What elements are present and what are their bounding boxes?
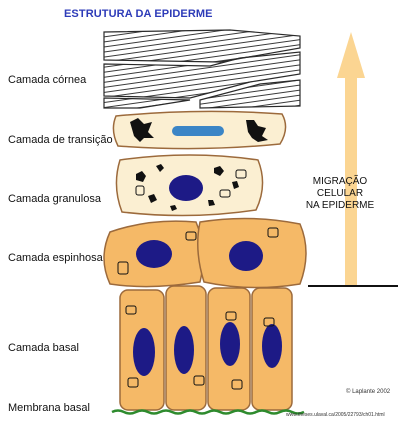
basement-membrane xyxy=(111,409,305,415)
basal-nucleus-1 xyxy=(133,328,155,376)
granular-nucleus xyxy=(169,175,203,201)
spinous-layer xyxy=(103,217,307,289)
label-basement-membrane: Membrana basal xyxy=(8,402,90,414)
flattened-nucleus xyxy=(172,126,224,136)
basal-layer xyxy=(119,285,293,411)
basal-nucleus-2 xyxy=(174,326,194,374)
label-granular-layer: Camada granulosa xyxy=(8,193,101,205)
source-url: www.theses.ulaval.ca/2005/22793/ch01.htm… xyxy=(286,412,385,418)
diagram-title: ESTRUTURA DA EPIDERME xyxy=(64,8,213,20)
migration-label: MIGRAÇÃO CELULAR NA EPIDERME xyxy=(290,176,390,212)
transition-cell xyxy=(112,110,287,150)
spinous-nucleus-left xyxy=(136,240,172,268)
granular-cell xyxy=(115,154,264,217)
label-basal-layer: Camada basal xyxy=(8,342,79,354)
basal-nucleus-4 xyxy=(262,324,282,368)
migration-line-1: MIGRAÇÃO CELULAR xyxy=(312,176,368,199)
stratum-corneum xyxy=(103,29,301,109)
copyright-text: © Laplante 2002 xyxy=(346,389,391,395)
basal-nucleus-3 xyxy=(220,322,240,366)
label-stratum-corneum: Camada córnea xyxy=(8,74,87,86)
migration-arrow xyxy=(337,32,365,286)
spinous-nucleus-right xyxy=(229,241,263,271)
label-spinous-layer: Camada espinhosa xyxy=(8,252,103,264)
migration-line-2: NA EPIDERME xyxy=(305,200,375,211)
label-transition-layer: Camada de transição xyxy=(8,134,113,146)
